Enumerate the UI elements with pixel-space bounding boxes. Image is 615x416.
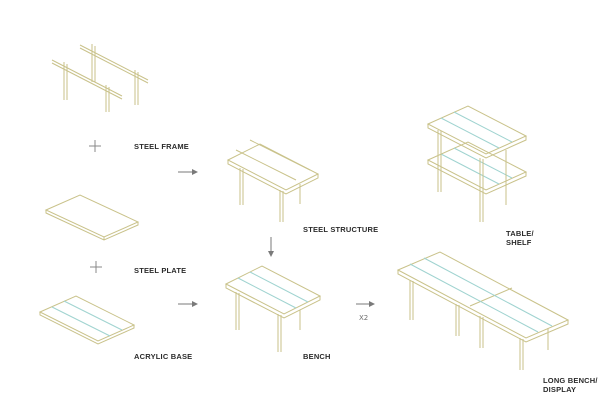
plus-icon [89,140,101,152]
label-table-shelf-line2: SHELF [506,238,532,247]
label-table-shelf: TABLE/ SHELF [506,229,534,247]
steel-frame-drawing [51,44,149,112]
times-two-label: X2 [359,314,369,322]
acrylic-base-drawing [38,295,136,345]
plus-icon [90,261,102,273]
table-shelf-drawing [426,105,528,222]
label-long-bench: LONG BENCH/ DISPLAY [543,376,598,394]
label-acrylic-base: ACRYLIC BASE [134,352,193,361]
label-steel-frame: STEEL FRAME [134,142,189,151]
steel-plate-drawing [44,194,140,241]
label-bench: BENCH [303,352,331,361]
label-table-shelf-line1: TABLE/ [506,229,534,238]
bench-drawing [224,265,322,352]
label-long-bench-line1: LONG BENCH/ [543,376,598,385]
steel-structure-drawing [226,139,320,222]
long-bench-drawing [396,251,570,370]
label-steel-plate: STEEL PLATE [134,266,187,275]
label-long-bench-line2: DISPLAY [543,385,577,394]
label-steel-structure: STEEL STRUCTURE [303,225,379,234]
